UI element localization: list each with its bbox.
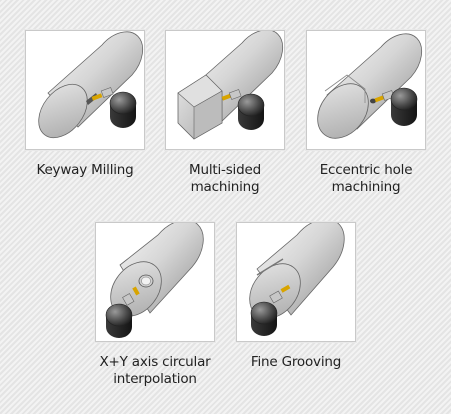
keyway-milling-icon [25, 30, 145, 150]
fine-grooving-label: Fine Grooving [250, 354, 342, 370]
keyway-milling-label: Keyway Milling [36, 162, 134, 178]
card-keyway-milling: Keyway Milling [25, 30, 145, 178]
card-fine-grooving: Fine Grooving [236, 222, 356, 370]
eccentric-hole-machining-icon [306, 30, 426, 150]
xy-circular-interpolation-icon [95, 222, 215, 342]
multi-sided-machining-icon [165, 30, 285, 150]
card-xy-circular-interpolation: X+Y axis circular interpolation [95, 222, 215, 387]
multi-sided-machining-label: Multi-sided machining [189, 162, 261, 195]
fine-grooving-icon [236, 222, 356, 342]
card-eccentric-hole-machining: Eccentric hole machining [306, 30, 426, 195]
eccentric-hole-machining-label: Eccentric hole machining [319, 162, 413, 195]
card-multi-sided-machining: Multi-sided machining [165, 30, 285, 195]
xy-circular-interpolation-label: X+Y axis circular interpolation [99, 354, 211, 387]
